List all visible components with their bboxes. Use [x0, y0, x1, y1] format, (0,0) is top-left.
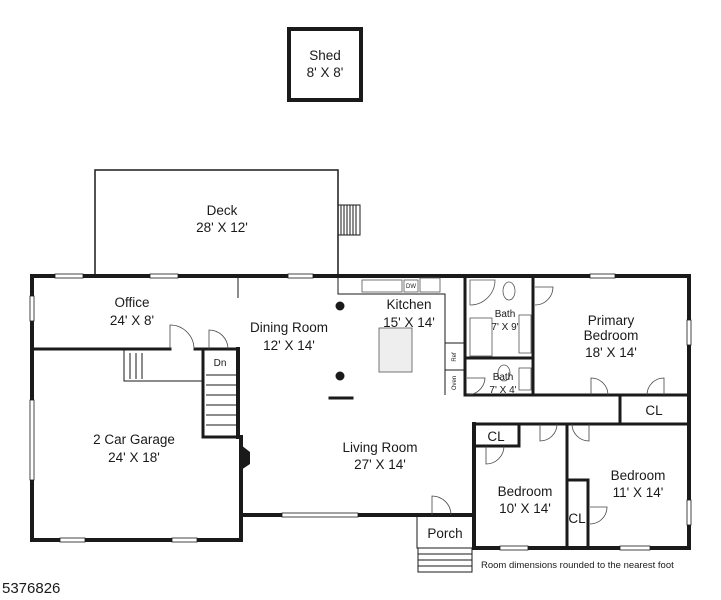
dining-name: Dining Room — [250, 320, 328, 335]
deck-stairs — [337, 204, 361, 236]
bedroom3-name: Bedroom — [611, 468, 666, 483]
dimensions-footnote: Room dimensions rounded to the nearest f… — [481, 560, 674, 571]
shed-name: Shed — [309, 48, 341, 63]
deck: Deck 28' X 12' — [94, 169, 361, 276]
living-name: Living Room — [342, 440, 417, 455]
bath2-size: 7' X 4' — [489, 385, 516, 396]
office-size: 24' X 8' — [110, 313, 154, 328]
interior-walls — [30, 274, 691, 550]
bedroom2-name: Bedroom — [498, 484, 553, 499]
bedroom2-size: 10' X 14' — [499, 501, 551, 516]
interior-stairs: Dn — [129, 353, 236, 426]
bath2-name: Bath — [493, 372, 514, 383]
primary-name-1: Primary — [588, 313, 635, 328]
deck-size: 28' X 12' — [196, 220, 248, 235]
bath1-size: 7' X 9' — [491, 322, 518, 333]
bath1-name: Bath — [495, 309, 516, 320]
bedroom3-size: 11' X 14' — [613, 485, 664, 500]
stairs-down-label: Dn — [214, 358, 227, 369]
kitchen-size: 15' X 14' — [383, 315, 435, 330]
living-size: 27' X 14' — [354, 457, 406, 472]
fireplace — [241, 445, 250, 470]
cl-primary: CL — [645, 403, 663, 418]
office-name: Office — [114, 295, 149, 310]
shed-size: 8' X 8' — [307, 65, 344, 80]
primary-name-2: Bedroom — [584, 328, 639, 343]
porch-steps — [417, 547, 473, 573]
listing-id: 5376826 — [2, 580, 61, 597]
shed: Shed 8' X 8' — [287, 27, 363, 102]
garage-name: 2 Car Garage — [93, 432, 175, 447]
bath-fixtures — [469, 279, 532, 391]
cl-bed3: CL — [568, 511, 586, 526]
windows — [29, 273, 692, 551]
fridge-label: Ref — [452, 352, 458, 362]
deck-name: Deck — [207, 203, 238, 218]
oven-label: Oven — [452, 376, 458, 390]
garage-size: 24' X 18' — [108, 450, 160, 465]
doors — [169, 286, 665, 525]
dining-size: 12' X 14' — [263, 338, 315, 353]
kitchen-fixtures: DW Ref Oven — [335, 277, 458, 390]
primary-size: 18' X 14' — [585, 345, 637, 360]
kitchen-name: Kitchen — [386, 297, 431, 312]
cl-bed2: CL — [487, 429, 505, 444]
dishwasher-label: DW — [406, 284, 416, 290]
porch-name: Porch — [427, 526, 462, 541]
